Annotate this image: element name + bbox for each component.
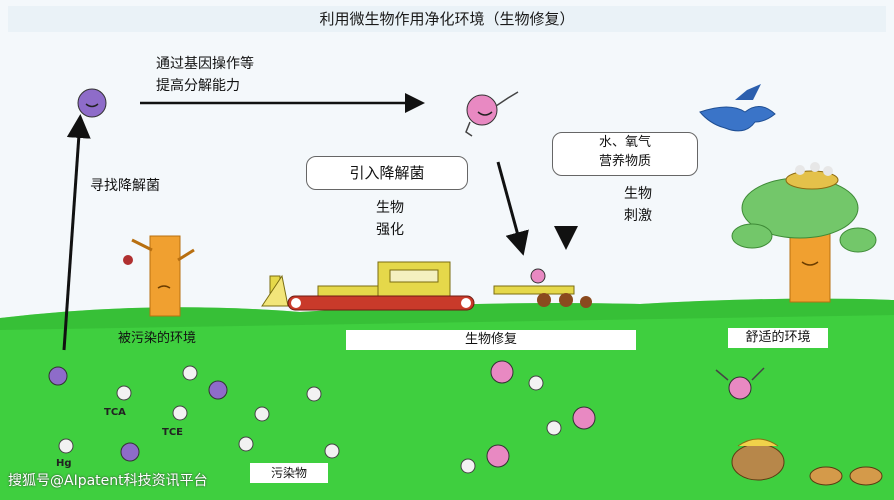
hg-label: Hg [56, 458, 72, 469]
microbe-pink-icon [490, 360, 514, 384]
watermark: 搜狐号@AIpatent科技资讯平台 [8, 473, 208, 489]
polluted-env-label: 被污染的环境 [118, 331, 197, 346]
microbe-pink-icon [728, 376, 752, 400]
microbe-pink-icon [572, 406, 596, 430]
microbe-purple-icon [77, 88, 107, 118]
search-label: 寻找降解菌 [90, 178, 160, 194]
nutrients-line2: 营养物质 [598, 154, 651, 169]
microbe-pink-enhanced-icon [465, 91, 519, 137]
remediating-microbes [460, 360, 596, 474]
bird-icon [699, 84, 776, 132]
skull-icon [238, 436, 254, 452]
skull-icon [116, 385, 132, 401]
skull-icon [58, 438, 74, 454]
introduce-arrow [496, 161, 529, 256]
pollutant-skulls [58, 365, 340, 459]
skull-icon [182, 365, 198, 381]
bio-stim-line1: 生物 [624, 186, 652, 202]
tce-label: TCE [162, 427, 183, 438]
bio-stim-line2: 刺激 [624, 208, 652, 224]
skull-icon [324, 443, 340, 459]
introduce-box: 引入降解菌 [306, 156, 468, 190]
ground-edge [0, 298, 894, 330]
microbe-purple-icon [48, 366, 68, 386]
mound-icon [849, 466, 883, 486]
skull-icon [306, 386, 322, 402]
skull-icon [546, 420, 562, 436]
skull-icon [254, 406, 270, 422]
microbe-purple-icon [208, 380, 228, 400]
search-arrow [62, 114, 91, 351]
bio-enhance-line1: 生物 [376, 200, 404, 216]
bioremediation-label: 生物修复 [346, 330, 636, 350]
mound-icon [809, 466, 843, 486]
bio-enhance-line2: 强化 [376, 222, 404, 238]
dead-tree-icon [123, 235, 195, 317]
nutrients-box: 水、氧气 营养物质 [552, 132, 698, 176]
tca-label: TCA [104, 407, 126, 418]
pollutant-label: 污染物 [250, 463, 328, 483]
improve-label-line1: 通过基因操作等 [156, 56, 254, 72]
comfortable-area-figures [715, 367, 883, 486]
improve-label-line2: 提高分解能力 [156, 78, 240, 94]
microbe-pink-icon [486, 444, 510, 468]
healthy-tree-icon [731, 162, 877, 303]
diagram-title: 利用微生物作用净化环境（生物修复） [8, 6, 886, 32]
polluted-microbes [48, 366, 228, 462]
skull-icon [172, 405, 188, 421]
ground [0, 298, 894, 500]
nutrients-line1: 水、氧气 [598, 135, 651, 150]
comfortable-env-label: 舒适的环境 [728, 328, 828, 348]
mole-icon [731, 443, 785, 481]
microbe-purple-icon [120, 442, 140, 462]
skull-icon [460, 458, 476, 474]
skull-icon [528, 375, 544, 391]
remediation-machine-icon [261, 261, 592, 311]
